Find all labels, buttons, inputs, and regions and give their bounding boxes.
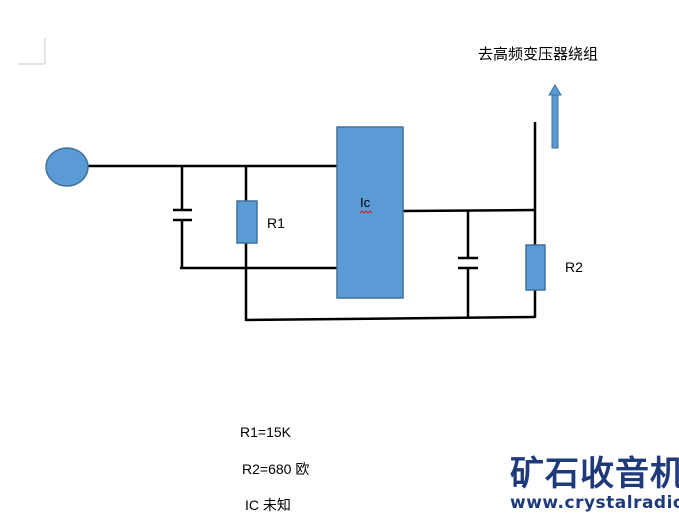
up-arrow-icon — [548, 84, 562, 149]
page-corner-mark — [18, 38, 46, 65]
r1-value-note: R1=15K — [240, 424, 291, 440]
watermark-title: 矿石收音机 — [510, 454, 679, 494]
ic-block — [336, 126, 404, 299]
watermark-logo: 矿石收音机 www.crystalradio.cn — [510, 455, 679, 513]
ground-return-wire — [245, 315, 536, 322]
r1-label: R1 — [267, 215, 285, 231]
r2-label: R2 — [565, 259, 583, 275]
ic-output-wire — [402, 208, 536, 213]
resistor-r2 — [525, 244, 546, 291]
input-terminal — [45, 147, 89, 187]
resistor-r1 — [236, 200, 258, 244]
r2-value-note: R2=680 欧 — [242, 461, 310, 477]
watermark-url: www.crystalradio.cn — [510, 493, 679, 513]
output-label: 去高频变压器绕组 — [478, 46, 599, 63]
spellcheck-underline — [359, 210, 373, 214]
ic-value-note: IC 未知 — [245, 497, 291, 513]
wires — [88, 122, 537, 322]
ic-label: Ic — [360, 195, 371, 210]
